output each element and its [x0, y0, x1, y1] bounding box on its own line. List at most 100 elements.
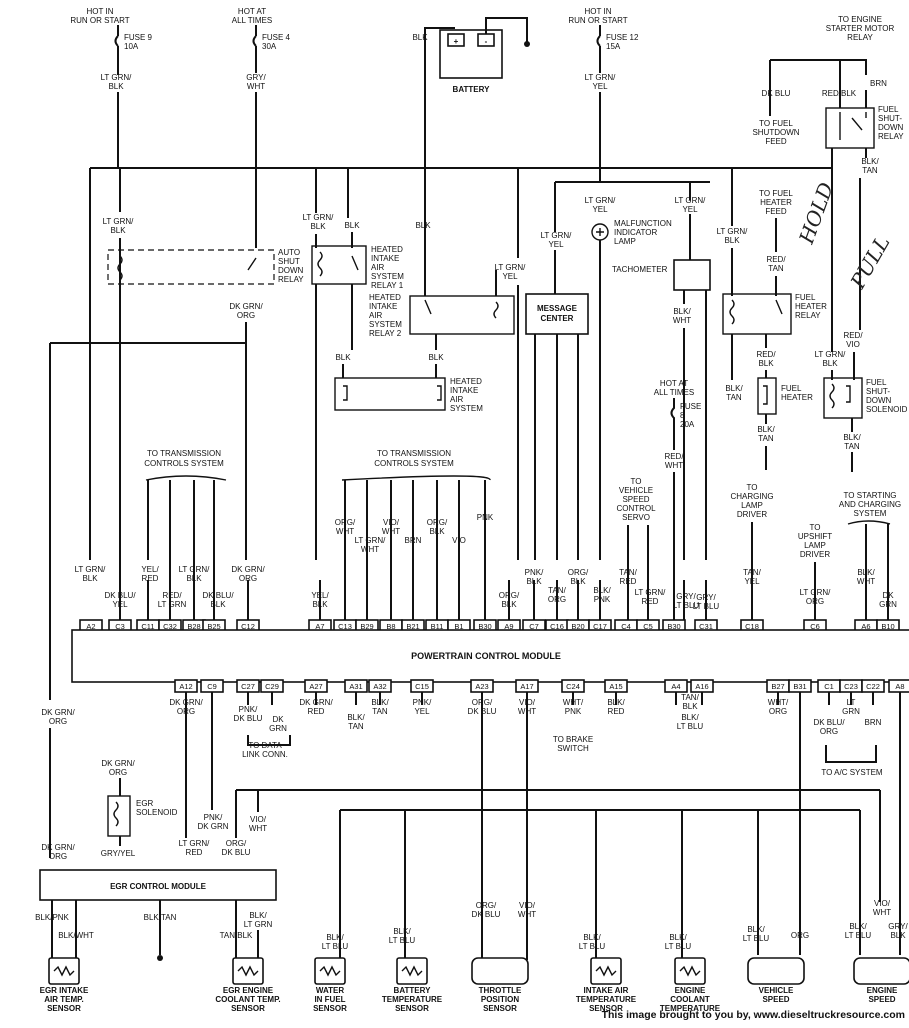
- svg-text:15A: 15A: [606, 42, 621, 51]
- pcm-pin: C15: [410, 679, 434, 705]
- svg-text:LINK CONN.: LINK CONN.: [242, 750, 288, 759]
- svg-text:BLK/: BLK/: [673, 307, 691, 316]
- pcm-bottom-wire-label: PNK/: [239, 705, 258, 714]
- svg-text:INDICATOR: INDICATOR: [614, 228, 657, 237]
- svg-text:RED/: RED/: [766, 255, 786, 264]
- svg-text:RED/: RED/: [843, 331, 863, 340]
- svg-text:C29: C29: [265, 682, 279, 691]
- pcm-top-wire-label: LT GRN: [158, 600, 187, 609]
- svg-text:A17: A17: [520, 682, 533, 691]
- pcm-pin: A16: [690, 679, 714, 705]
- svg-text:SYSTEM: SYSTEM: [371, 272, 404, 281]
- svg-text:YEL: YEL: [682, 205, 698, 214]
- svg-text:C16: C16: [550, 622, 564, 631]
- svg-text:DK GRN/: DK GRN/: [101, 759, 135, 768]
- pcm-top-wire-label: LT GRN/: [179, 565, 211, 574]
- svg-text:10A: 10A: [124, 42, 139, 51]
- svg-text:LT GRN/: LT GRN/: [585, 73, 617, 82]
- pcm-top-wire-label: BLK: [82, 574, 98, 583]
- pcm-bottom-wire-label: ORG: [769, 707, 787, 716]
- svg-text:C1: C1: [824, 682, 834, 691]
- svg-text:C5: C5: [643, 622, 653, 631]
- svg-text:TO TRANSMISSION: TO TRANSMISSION: [147, 449, 221, 458]
- svg-text:SHUT: SHUT: [278, 257, 300, 266]
- pcm-bottom-wire-label: LT: [847, 698, 856, 707]
- pcm-top-wire-label: RED: [620, 577, 637, 586]
- pcm-bottom-wire-label: RED: [608, 707, 625, 716]
- pcm-top-wire-label: PNK: [477, 513, 494, 522]
- svg-text:SYSTEM: SYSTEM: [450, 404, 483, 413]
- svg-text:TO: TO: [631, 477, 642, 486]
- upshift-lamp-driver: TO UPSHIFT LAMP DRIVER: [798, 523, 832, 620]
- svg-text:SHUTDOWN: SHUTDOWN: [752, 128, 799, 137]
- svg-text:YEL: YEL: [502, 272, 518, 281]
- svg-text:FUEL: FUEL: [795, 293, 816, 302]
- message-center: LT GRN/ YEL LT GRN/ YEL MESSAGE CENTER: [495, 168, 589, 560]
- svg-text:VIO/: VIO/: [519, 901, 536, 910]
- pcm-top-wire-label: WHT: [857, 577, 875, 586]
- svg-text:VIO: VIO: [846, 340, 860, 349]
- to-transmission-left: TO TRANSMISSION CONTROLS SYSTEM: [144, 449, 227, 580]
- pcm-bottom-wire-label: WHT/: [768, 698, 789, 707]
- pcm-top-wire-label: LT GRN/: [355, 536, 387, 545]
- svg-text:WHT: WHT: [665, 461, 683, 470]
- svg-text:RED/: RED/: [664, 452, 684, 461]
- svg-text:TO ENGINE: TO ENGINE: [838, 15, 882, 24]
- svg-text:BLK/: BLK/: [669, 933, 687, 942]
- svg-text:LT BLU: LT BLU: [665, 942, 692, 951]
- svg-text:A12: A12: [179, 682, 192, 691]
- svg-text:RED/: RED/: [756, 350, 776, 359]
- svg-text:C13: C13: [338, 622, 352, 631]
- pcm-bottom-wire-label: BLK/: [681, 713, 699, 722]
- svg-text:WHT: WHT: [518, 910, 536, 919]
- pcm-top-wire-label: ORG/: [568, 568, 589, 577]
- svg-text:C31: C31: [699, 622, 713, 631]
- sensor-label: TEMPERATURE: [576, 995, 637, 1004]
- svg-text:C9: C9: [207, 682, 217, 691]
- svg-text:BLK: BLK: [415, 221, 431, 230]
- pcm-top-wire-label: DK BLU/: [104, 591, 136, 600]
- pcm-top-wire-label: ORG/: [499, 591, 520, 600]
- svg-text:YEL: YEL: [548, 240, 564, 249]
- svg-text:FUEL: FUEL: [781, 384, 802, 393]
- svg-text:A23: A23: [475, 682, 488, 691]
- svg-text:+: +: [454, 37, 459, 46]
- pcm-pin: C5: [636, 619, 660, 633]
- svg-text:HEATED: HEATED: [450, 377, 482, 386]
- sensor-label: IN FUEL: [314, 995, 345, 1004]
- svg-text:YEL: YEL: [592, 82, 608, 91]
- svg-text:DOWN: DOWN: [878, 123, 904, 132]
- svg-text:C27: C27: [241, 682, 255, 691]
- pcm-top-wire-label: GRY/: [696, 593, 716, 602]
- pcm-top-wire-label: VIO/: [383, 518, 400, 527]
- pcm-bottom-wire-label: BLK/: [347, 713, 365, 722]
- svg-text:VIO/: VIO/: [874, 899, 891, 908]
- fuel-heater-relay: TO FUEL HEATER FEED LT GRN/ BLK RED/ TAN…: [717, 168, 827, 470]
- pcm-pin: C24: [561, 679, 585, 705]
- svg-text:BLK/: BLK/: [747, 925, 765, 934]
- svg-text:ORG: ORG: [237, 311, 255, 320]
- svg-text:30A: 30A: [262, 42, 277, 51]
- sensor-label: VEHICLE: [759, 986, 794, 995]
- pcm-bottom-wire-label: TAN/: [681, 693, 699, 702]
- to-transmission-right: TO TRANSMISSION CONTROLS SYSTEM: [341, 449, 491, 620]
- pcm-top-wire-label: LT GRN/: [635, 588, 667, 597]
- pcm-pin: A4: [664, 679, 688, 705]
- svg-text:B10: B10: [881, 622, 894, 631]
- pcm-top-wire-label: TAN/: [548, 586, 566, 595]
- pcm-top-wire-label: DK BLU/: [202, 591, 234, 600]
- svg-text:A6: A6: [861, 622, 870, 631]
- svg-text:B28: B28: [187, 622, 200, 631]
- svg-text:C7: C7: [529, 622, 539, 631]
- svg-text:A4: A4: [671, 682, 680, 691]
- svg-text:UPSHIFT: UPSHIFT: [798, 532, 832, 541]
- svg-text:A2: A2: [86, 622, 95, 631]
- pcm-bottom-wire-label: BLK: [682, 702, 698, 711]
- svg-text:AIR: AIR: [371, 263, 385, 272]
- svg-text:TO STARTING: TO STARTING: [844, 491, 897, 500]
- heated-intake-air-system: BLK BLK HEATED INTAKE AIR SYSTEM: [334, 353, 483, 413]
